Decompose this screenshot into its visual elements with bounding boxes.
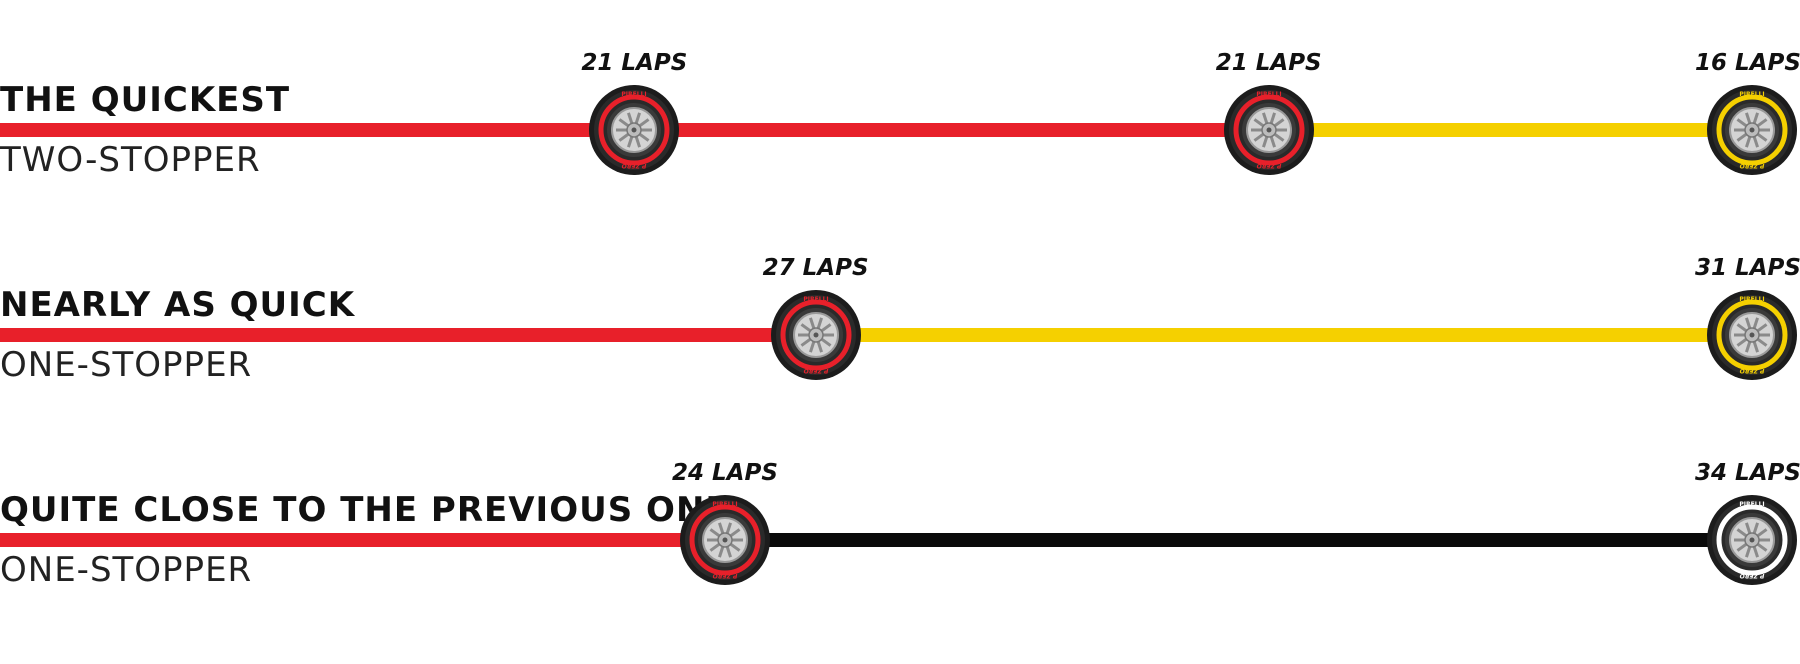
strategy-title: QUITE CLOSE TO THE PREVIOUS ONE: [0, 490, 730, 530]
medium-tyre-icon: PIRELLI P ZERO: [1706, 289, 1798, 381]
svg-text:P ZERO: P ZERO: [1256, 162, 1281, 169]
soft-tyre-icon: PIRELLI P ZERO: [679, 494, 771, 586]
svg-text:PIRELLI: PIRELLI: [1739, 501, 1764, 508]
stint-laps-label: 31 LAPS: [1695, 255, 1800, 281]
strategy-title: THE QUICKEST: [0, 80, 291, 120]
strategy-subtitle: TWO-STOPPER: [0, 140, 261, 180]
stint-bar-soft: [0, 533, 725, 547]
stint-laps-label: 16 LAPS: [1695, 50, 1800, 76]
svg-text:PIRELLI: PIRELLI: [622, 91, 647, 98]
stint-bar-soft: [0, 328, 816, 342]
svg-text:PIRELLI: PIRELLI: [712, 501, 737, 508]
soft-tyre-icon: PIRELLI P ZERO: [1223, 84, 1315, 176]
svg-text:PIRELLI: PIRELLI: [1739, 91, 1764, 98]
svg-text:P ZERO: P ZERO: [713, 572, 738, 579]
svg-text:PIRELLI: PIRELLI: [1256, 91, 1281, 98]
stint-laps-label: 21 LAPS: [581, 50, 688, 76]
stint-laps-label: 27 LAPS: [762, 255, 869, 281]
stint-bar-hard: [724, 533, 1752, 547]
strategy-row-1: THE QUICKEST TWO-STOPPER PIRELLI P ZERO 21…: [0, 0, 1800, 180]
svg-text:PIRELLI: PIRELLI: [1739, 296, 1764, 303]
medium-tyre-icon: PIRELLI P ZERO: [1706, 84, 1798, 176]
soft-tyre-icon: PIRELLI P ZERO: [588, 84, 680, 176]
strategy-row-2: NEARLY AS QUICK ONE-STOPPER PIRELLI P ZER…: [0, 205, 1800, 385]
strategy-subtitle: ONE-STOPPER: [0, 550, 253, 590]
strategy-subtitle: ONE-STOPPER: [0, 345, 253, 385]
stint-laps-label: 24 LAPS: [672, 460, 778, 486]
stint-bar-medium: [815, 328, 1752, 342]
svg-text:P ZERO: P ZERO: [622, 162, 647, 169]
hard-tyre-icon: PIRELLI P ZERO: [1706, 494, 1798, 586]
svg-text:P ZERO: P ZERO: [803, 367, 828, 374]
svg-text:PIRELLI: PIRELLI: [803, 296, 828, 303]
svg-text:P ZERO: P ZERO: [1740, 572, 1765, 579]
stint-bar-medium: [1268, 123, 1752, 137]
stint-bar-soft: [634, 123, 1269, 137]
svg-text:P ZERO: P ZERO: [1740, 367, 1765, 374]
soft-tyre-icon: PIRELLI P ZERO: [770, 289, 862, 381]
strategy-row-3: QUITE CLOSE TO THE PREVIOUS ONE ONE-STOP…: [0, 410, 1800, 590]
stint-bar-soft: [0, 123, 635, 137]
stint-laps-label: 34 LAPS: [1695, 460, 1800, 486]
strategy-title: NEARLY AS QUICK: [0, 285, 356, 325]
svg-text:P ZERO: P ZERO: [1740, 162, 1765, 169]
stint-laps-label: 21 LAPS: [1215, 50, 1322, 76]
